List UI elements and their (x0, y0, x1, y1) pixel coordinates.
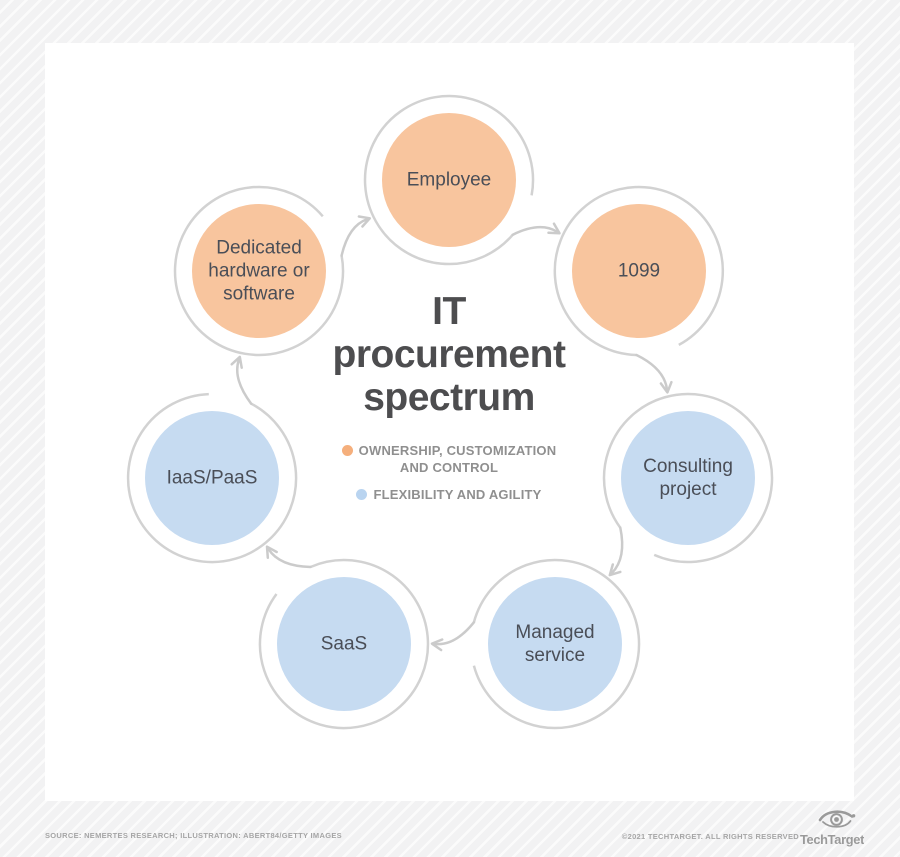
node-circle-iaas-paas (145, 411, 279, 545)
legend-label: OWNERSHIP, CUSTOMIZATION AND CONTROL (358, 443, 557, 475)
flow-arrowhead (608, 563, 622, 577)
source-credit: SOURCE: NEMERTES RESEARCH; ILLUSTRATION:… (45, 831, 342, 840)
node-circle-consulting-project (621, 411, 755, 545)
legend: OWNERSHIP, CUSTOMIZATION AND CONTROL FLEX… (289, 442, 609, 513)
node-ring-iaas-paas (126, 392, 298, 564)
brand-wordmark: TechTarget (800, 832, 864, 847)
flow-arrowhead (357, 215, 372, 228)
node-label-employee: Employee (406, 169, 492, 191)
legend-dot-flexibility (356, 489, 368, 500)
legend-item-flexibility: FLEXIBILITY AND AGILITY (334, 486, 564, 503)
eye-icon (818, 810, 856, 828)
node-ring-saas (258, 558, 430, 730)
node-circle-1099 (572, 204, 706, 338)
legend-label: FLEXIBILITY AND AGILITY (373, 487, 542, 502)
node-label-consulting-project: Consulting project (643, 456, 733, 500)
spectrum-diagram (126, 94, 774, 730)
node-label-dedicated-hardware-or-software: Dedicated hardware or software (208, 237, 310, 305)
node-ring-managed-service (472, 558, 641, 730)
copyright-text: ©2021 TECHTARGET. ALL RIGHTS RESERVED (621, 832, 799, 841)
flow-arrow (267, 547, 312, 569)
flow-arrow (610, 526, 624, 575)
node-ring-1099 (553, 185, 725, 357)
flow-arrowhead (659, 380, 673, 394)
infographic-card: IT procurement spectrum OWNERSHIP, CUSTO… (45, 43, 854, 801)
node-circle-dedicated-hardware-or-software (192, 204, 326, 338)
page-title: IT procurement spectrum (332, 290, 566, 419)
node-label-managed-service: Managed service (515, 622, 595, 666)
node-circle-employee (382, 113, 516, 247)
flow-arrow (235, 358, 253, 405)
node-ring-dedicated-hardware-or-software (173, 185, 345, 357)
node-label-iaas-paas: IaaS/PaaS (166, 467, 258, 489)
flow-arrow (635, 353, 669, 391)
node-label-saas: SaaS (320, 633, 368, 655)
flow-arrowhead (265, 545, 278, 559)
flow-arrow (340, 218, 369, 257)
node-circle-saas (277, 577, 411, 711)
node-label-1099: 1099 (617, 260, 661, 282)
legend-item-ownership: OWNERSHIP, CUSTOMIZATION AND CONTROL (334, 442, 564, 476)
flow-arrowhead (547, 222, 561, 235)
flow-arrow (511, 225, 559, 236)
legend-dot-ownership (341, 445, 353, 456)
flow-arrowhead (230, 355, 243, 369)
node-circle-managed-service (488, 577, 622, 711)
node-ring-consulting-project (602, 392, 774, 564)
flow-arrow (433, 621, 476, 646)
node-ring-employee (363, 94, 535, 266)
flow-arrowhead (430, 638, 444, 652)
techtarget-logo: TechTarget (800, 810, 864, 847)
